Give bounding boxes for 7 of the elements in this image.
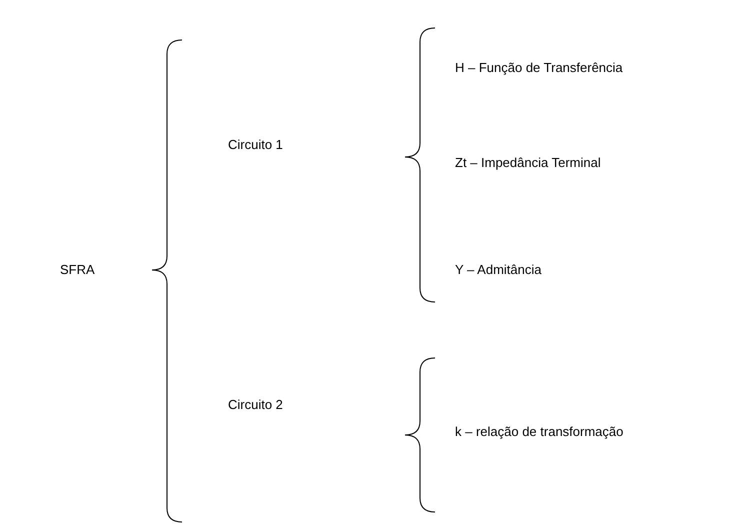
node-label: Y – Admitância <box>455 262 542 278</box>
node-label: SFRA <box>60 262 95 278</box>
node-label: Circuito 1 <box>228 137 283 153</box>
node-label: H – Função de Transferência <box>455 60 623 76</box>
node-label: k – relação de transformação <box>455 424 624 440</box>
node-label: Circuito 2 <box>228 397 283 413</box>
node-label: Zt – Impedância Terminal <box>455 155 601 171</box>
